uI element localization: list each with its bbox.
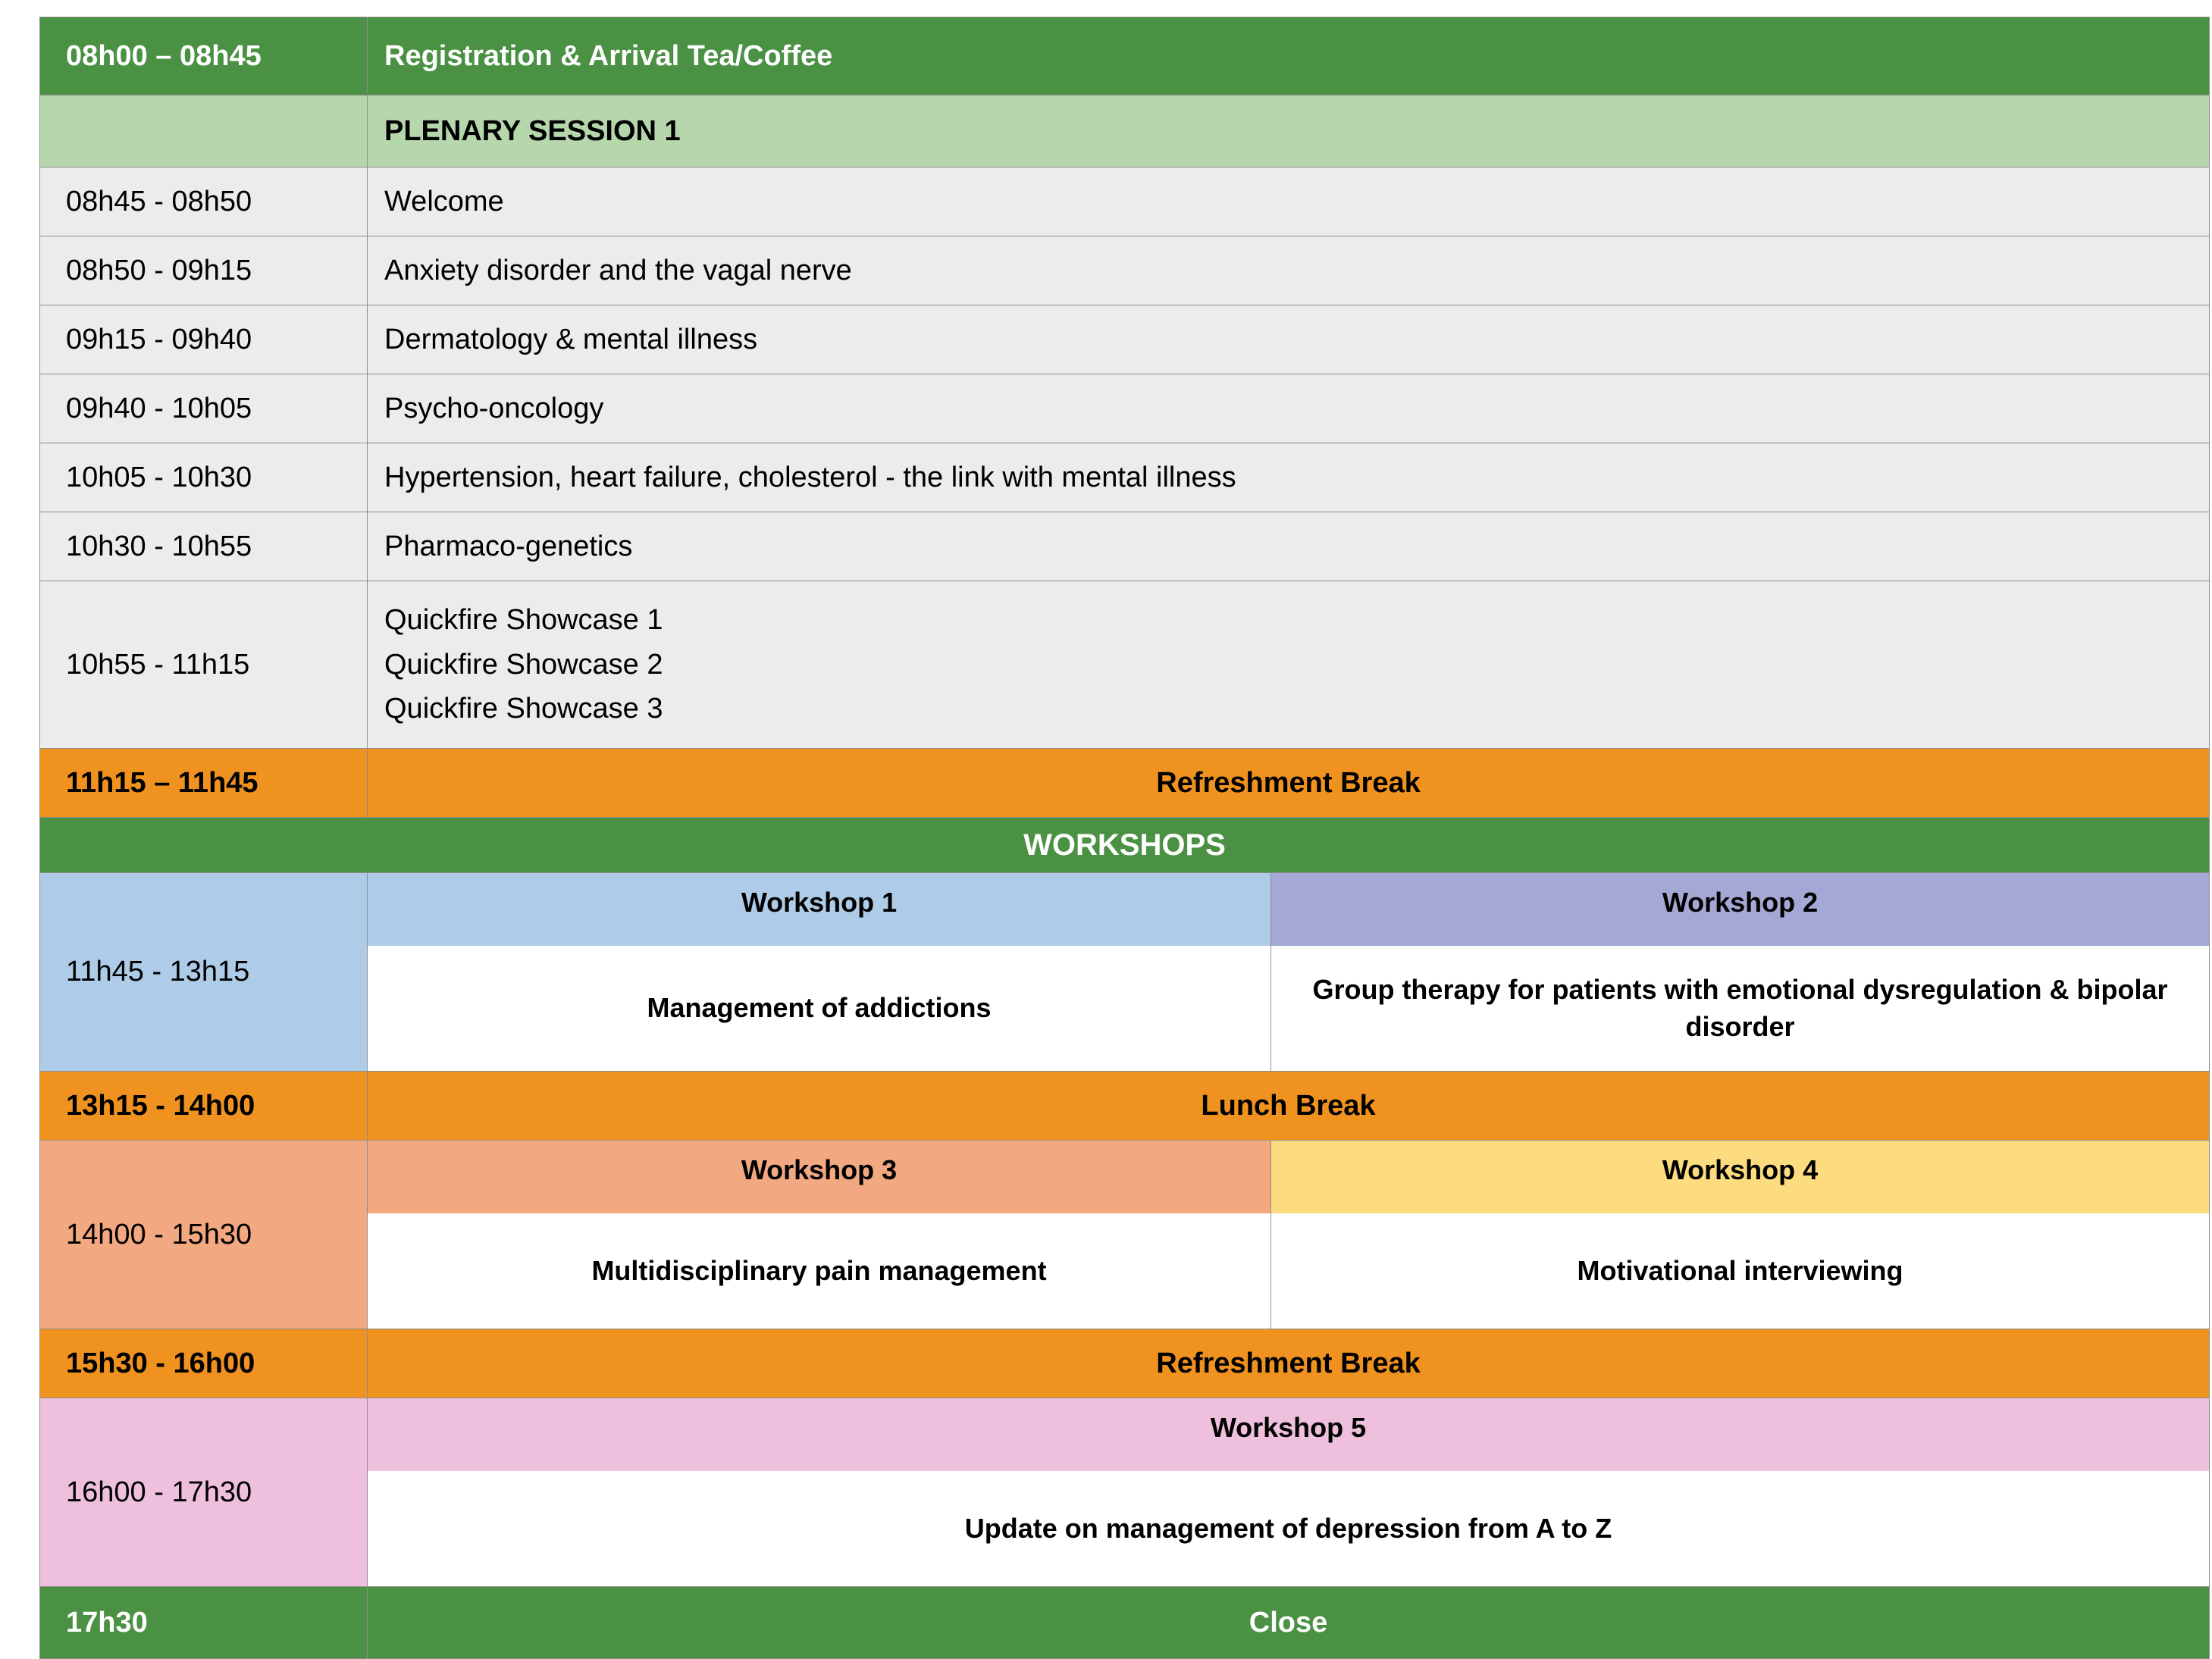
registration-time: 08h00 – 08h45	[39, 17, 368, 95]
close-label: Close	[367, 1586, 2210, 1659]
workshop-2-cell: Workshop 2 Group therapy for patients wi…	[1270, 872, 2210, 1072]
session-time: 08h50 - 09h15	[39, 236, 368, 305]
session-time: 10h30 - 10h55	[39, 512, 368, 581]
workshop-slot-1-time: 11h45 - 13h15	[39, 872, 368, 1072]
quickfire-list: Quickfire Showcase 1 Quickfire Showcase …	[367, 581, 2210, 749]
workshop-slot-2-time: 14h00 - 15h30	[39, 1140, 368, 1330]
table-row-workshop-slot-2: 14h00 - 15h30 Workshop 3 Multidisciplina…	[39, 1140, 2210, 1330]
table-row: 09h15 - 09h40 Dermatology & mental illne…	[39, 305, 2210, 374]
session-time: 10h05 - 10h30	[39, 443, 368, 512]
plenary-title-spacer	[39, 95, 368, 167]
lunch-break-label: Lunch Break	[367, 1071, 2210, 1141]
workshop-3-description: Multidisciplinary pain management	[368, 1213, 1270, 1329]
lunch-break-time: 13h15 - 14h00	[39, 1071, 368, 1141]
session-topic: Dermatology & mental illness	[367, 305, 2210, 374]
workshop-1-description: Management of addictions	[368, 946, 1270, 1072]
table-row-registration: 08h00 – 08h45 Registration & Arrival Tea…	[39, 17, 2210, 95]
workshop-2-heading: Workshop 2	[1271, 873, 2209, 946]
workshop-5-cell: Workshop 5 Update on management of depre…	[367, 1398, 2210, 1588]
workshop-3-heading: Workshop 3	[368, 1141, 1270, 1214]
workshop-3-cell: Workshop 3 Multidisciplinary pain manage…	[367, 1140, 1271, 1330]
quickfire-item: Quickfire Showcase 1	[384, 603, 663, 636]
session-topic: Anxiety disorder and the vagal nerve	[367, 236, 2210, 305]
workshops-banner-label: WORKSHOPS	[39, 817, 2210, 873]
session-topic: Hypertension, heart failure, cholesterol…	[367, 443, 2210, 512]
close-time: 17h30	[39, 1586, 368, 1659]
morning-break-time: 11h15 – 11h45	[39, 748, 368, 818]
table-row-quickfire: 10h55 - 11h15 Quickfire Showcase 1 Quick…	[39, 581, 2210, 749]
table-row-morning-break: 11h15 – 11h45 Refreshment Break	[39, 748, 2210, 818]
quickfire-item: Quickfire Showcase 2	[384, 648, 663, 681]
afternoon-break-time: 15h30 - 16h00	[39, 1329, 368, 1399]
quickfire-time: 10h55 - 11h15	[39, 581, 368, 749]
afternoon-break-label: Refreshment Break	[367, 1329, 2210, 1399]
session-time: 08h45 - 08h50	[39, 167, 368, 236]
registration-label: Registration & Arrival Tea/Coffee	[367, 17, 2210, 95]
table-row-workshops-banner: WORKSHOPS	[39, 817, 2210, 873]
table-row-close: 17h30 Close	[39, 1586, 2210, 1659]
table-row: 08h45 - 08h50 Welcome	[39, 167, 2210, 236]
table-row-plenary-title: PLENARY SESSION 1	[39, 95, 2210, 167]
session-time: 09h40 - 10h05	[39, 374, 368, 443]
morning-break-label: Refreshment Break	[367, 748, 2210, 818]
table-row: 10h30 - 10h55 Pharmaco-genetics	[39, 512, 2210, 581]
workshop-1-heading: Workshop 1	[368, 873, 1270, 946]
table-row-workshop-slot-3: 16h00 - 17h30 Workshop 5 Update on manag…	[39, 1398, 2210, 1588]
table-row: 09h40 - 10h05 Psycho-oncology	[39, 374, 2210, 443]
table-row-lunch-break: 13h15 - 14h00 Lunch Break	[39, 1071, 2210, 1141]
workshop-5-description: Update on management of depression from …	[368, 1471, 2209, 1587]
conference-schedule-table: 08h00 – 08h45 Registration & Arrival Tea…	[39, 17, 2210, 1659]
session-topic: Psycho-oncology	[367, 374, 2210, 443]
session-topic: Welcome	[367, 167, 2210, 236]
table-row: 08h50 - 09h15 Anxiety disorder and the v…	[39, 236, 2210, 305]
table-row-workshop-slot-1: 11h45 - 13h15 Workshop 1 Management of a…	[39, 872, 2210, 1072]
workshop-2-description: Group therapy for patients with emotiona…	[1271, 946, 2209, 1072]
table-row-afternoon-break: 15h30 - 16h00 Refreshment Break	[39, 1329, 2210, 1399]
session-time: 09h15 - 09h40	[39, 305, 368, 374]
quickfire-item: Quickfire Showcase 3	[384, 693, 663, 725]
workshop-5-heading: Workshop 5	[368, 1398, 2209, 1472]
table-row: 10h05 - 10h30 Hypertension, heart failur…	[39, 443, 2210, 512]
workshop-4-heading: Workshop 4	[1271, 1141, 2209, 1214]
workshop-4-description: Motivational interviewing	[1271, 1213, 2209, 1329]
workshop-slot-3-time: 16h00 - 17h30	[39, 1398, 368, 1588]
session-topic: Pharmaco-genetics	[367, 512, 2210, 581]
workshop-1-cell: Workshop 1 Management of addictions	[367, 872, 1271, 1072]
workshop-4-cell: Workshop 4 Motivational interviewing	[1270, 1140, 2210, 1330]
plenary-title: PLENARY SESSION 1	[367, 95, 2210, 167]
